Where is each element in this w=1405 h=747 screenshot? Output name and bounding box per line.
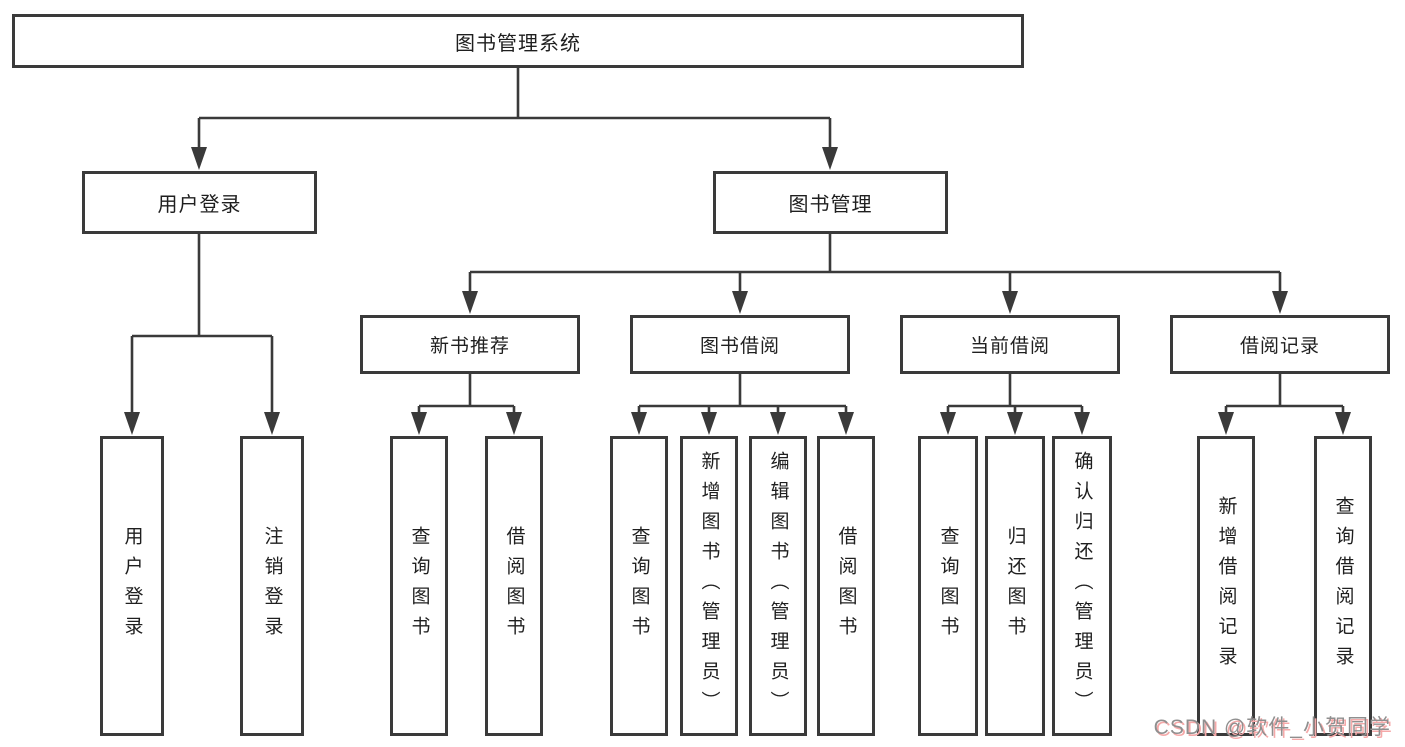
node-label: 借阅记录 — [1239, 336, 1320, 357]
connector-current-borrow-to-leaves — [940, 374, 1090, 435]
connector-root-to-level2 — [191, 68, 838, 170]
node-label: 图书管理 — [788, 194, 873, 216]
node-label: 用户登录 — [157, 194, 242, 216]
leaf-label: 新增借阅记录 — [1215, 496, 1237, 676]
node-label: 图书借阅 — [699, 336, 780, 357]
node-book-management: 图书管理 — [713, 171, 948, 234]
leaf-query-books-current: 查询图书 — [918, 436, 978, 736]
node-book-borrow: 图书借阅 — [630, 315, 850, 374]
node-user-login: 用户登录 — [82, 171, 317, 234]
leaf-edit-books-admin: 编辑图书（管理员） — [749, 436, 807, 736]
leaf-label: 借阅图书 — [503, 526, 525, 646]
node-borrow-records: 借阅记录 — [1170, 315, 1390, 374]
leaf-label: 确认归还（管理员） — [1071, 451, 1093, 721]
leaf-label: 编辑图书（管理员） — [767, 451, 789, 721]
leaf-borrow-books: 借阅图书 — [817, 436, 875, 736]
leaf-query-borrow-record: 查询借阅记录 — [1314, 436, 1372, 736]
leaf-logout: 注销登录 — [240, 436, 304, 736]
leaf-add-books-admin: 新增图书（管理员） — [680, 436, 738, 736]
leaf-label: 归还图书 — [1004, 526, 1026, 646]
node-current-borrow: 当前借阅 — [900, 315, 1120, 374]
connector-borrow-records-to-leaves — [1218, 374, 1351, 435]
leaf-label: 查询图书 — [937, 526, 959, 646]
leaf-confirm-return-admin: 确认归还（管理员） — [1052, 436, 1112, 736]
leaf-borrow-books-recommend: 借阅图书 — [485, 436, 543, 736]
connector-user-login-to-leaves — [124, 234, 280, 435]
leaf-add-borrow-record: 新增借阅记录 — [1197, 436, 1255, 736]
node-label: 图书管理系统 — [455, 32, 581, 55]
leaf-user-login: 用户登录 — [100, 436, 164, 736]
leaf-label: 借阅图书 — [835, 526, 857, 646]
leaf-label: 查询借阅记录 — [1332, 496, 1354, 676]
leaf-query-books-borrow: 查询图书 — [610, 436, 668, 736]
node-new-book-recommend: 新书推荐 — [360, 315, 580, 374]
leaf-label: 新增图书（管理员） — [698, 451, 720, 721]
connector-new-books-to-leaves — [411, 374, 522, 435]
node-library-management-system: 图书管理系统 — [12, 14, 1024, 68]
leaf-label: 用户登录 — [121, 526, 143, 646]
node-label: 当前借阅 — [969, 336, 1050, 357]
leaf-label: 注销登录 — [261, 526, 283, 646]
connector-book-mgmt-to-level3 — [462, 234, 1288, 314]
leaf-query-books-recommend: 查询图书 — [390, 436, 448, 736]
node-label: 新书推荐 — [429, 336, 510, 357]
leaf-label: 查询图书 — [628, 526, 650, 646]
connector-book-borrow-to-leaves — [631, 374, 854, 435]
leaf-return-books: 归还图书 — [985, 436, 1045, 736]
leaf-label: 查询图书 — [408, 526, 430, 646]
